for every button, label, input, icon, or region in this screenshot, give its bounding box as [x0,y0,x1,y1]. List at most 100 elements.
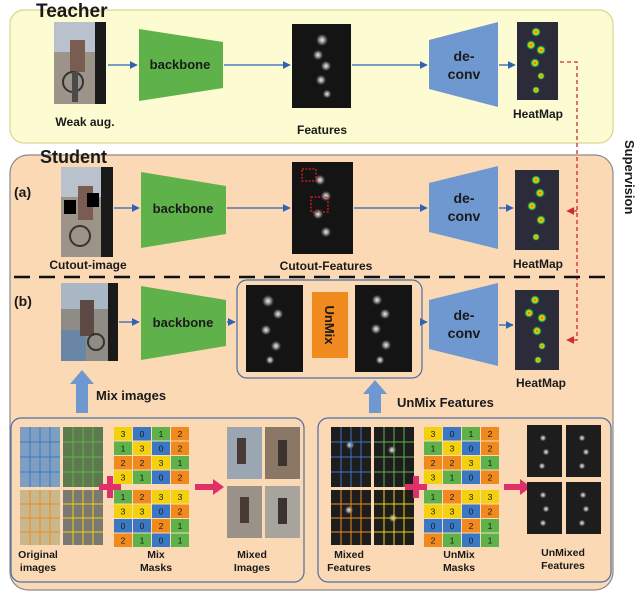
mask-cell [481,441,499,455]
unmix-block [312,292,348,358]
unmix-masks-caption-2: Masks [443,562,475,574]
mask-cell-number: 0 [159,506,164,516]
row-b-heatmap-caption: HeatMap [516,376,566,390]
teacher-backbone-label: backbone [150,57,211,72]
row-b-backbone-block [141,286,226,360]
mix-plus-sign [99,476,121,498]
mask-cell [462,504,480,518]
mask-cell [443,490,461,504]
mask-cell-number: 1 [121,492,126,502]
mask-cell-number: 2 [140,492,145,502]
mask-cell [424,533,442,547]
mask-cell-number: 1 [159,429,164,439]
unmix-plus-sign [405,476,427,498]
mask-cell-number: 0 [159,472,164,482]
mask-cell [171,441,189,455]
mask-cell [171,427,189,441]
mask-cell [424,441,442,455]
mask-cell-number: 1 [140,472,145,482]
mask-cell-number: 1 [488,521,493,531]
mask-cell [114,533,132,547]
mixed-images-caption-1: Mixed [237,549,267,561]
teacher-input-caption: Weak aug. [55,115,114,129]
mask-cell-number: 3 [431,506,436,516]
mask-cell-number: 1 [121,443,126,453]
mask-cell [152,470,170,484]
original-caption-1: Original [18,549,58,561]
supervision-arrow [560,61,578,344]
mask-cell [424,519,442,533]
mask-cell-number: 3 [140,443,145,453]
mask-cell-number: 0 [121,521,126,531]
mask-cell-number: 3 [431,429,436,439]
mask-cell [133,456,151,470]
mask-cell [114,427,132,441]
mask-cell [443,456,461,470]
row-a-deconv-label-2: conv [448,208,481,224]
mask-cell [481,490,499,504]
teacher-input-image [54,22,106,104]
mask-cell [133,441,151,455]
mask-cell [462,456,480,470]
mask-cell-number: 2 [488,506,493,516]
mask-cell [481,470,499,484]
mask-cell-number: 2 [178,443,183,453]
mask-cell [462,490,480,504]
original-images-grid [20,427,103,545]
teacher-deconv-label-1: de- [454,48,475,64]
row-a-tag: (a) [14,184,31,200]
mask-cell-number: 1 [178,535,183,545]
mask-cell-number: 2 [121,535,126,545]
mask-cell-number: 3 [159,458,164,468]
mask-cell [152,441,170,455]
mask-cell-number: 2 [121,458,126,468]
mask-cell [462,427,480,441]
mask-cell-number: 0 [469,535,474,545]
mask-cell-number: 2 [159,521,164,531]
mix-images-arrow [70,370,94,413]
mask-cell-number: 3 [431,472,436,482]
mixed-images-caption-2: Images [234,562,270,574]
mask-cell [462,470,480,484]
mask-cell-number: 2 [450,458,455,468]
unmixed-features-caption-1: UnMixed [541,547,585,559]
unmix-features-arrow [363,380,387,413]
mask-cell [424,456,442,470]
row-a-heatmap-caption: HeatMap [513,257,563,271]
mask-cell [481,519,499,533]
mask-cell-number: 1 [431,492,436,502]
mask-cell [481,456,499,470]
mask-cell [481,427,499,441]
mask-cell [114,470,132,484]
mask-cell [152,533,170,547]
mask-cell [443,470,461,484]
mask-cell-number: 0 [159,535,164,545]
mask-cell-number: 3 [121,472,126,482]
mask-cell [152,456,170,470]
mask-cell-number: 2 [178,429,183,439]
mask-cell-number: 3 [121,506,126,516]
mixed-input-image [61,283,118,361]
mask-cell-number: 2 [178,472,183,482]
mask-cell [462,441,480,455]
mask-cell [152,490,170,504]
mask-cell-number: 3 [121,429,126,439]
unmix-label: UnMix [322,306,337,346]
mask-cell [114,519,132,533]
mask-cell-number: 3 [488,492,493,502]
mask-cell [171,504,189,518]
teacher-backbone-block [139,29,223,101]
teacher-feature-map [292,24,351,108]
mask-cell-number: 0 [159,443,164,453]
mixed-images-grid [227,427,300,538]
mask-cell [481,504,499,518]
mask-cell [114,504,132,518]
mixed-features-caption-1: Mixed [334,549,364,561]
mask-cell-number: 0 [469,506,474,516]
unmix-masks-caption-1: UnMix [443,549,475,561]
mask-cell [114,456,132,470]
mask-cell-number: 2 [431,535,436,545]
mask-cell-number: 0 [469,443,474,453]
